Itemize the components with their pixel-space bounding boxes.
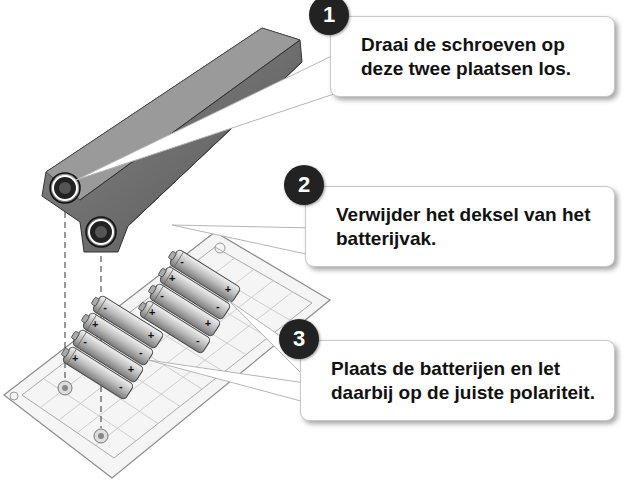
polarity-mark: + bbox=[90, 319, 100, 330]
polarity-mark: - bbox=[80, 336, 90, 347]
callout-number-text: 2 bbox=[284, 165, 324, 205]
callout-number-text: 1 bbox=[309, 0, 349, 35]
polarity-mark: - bbox=[136, 347, 146, 358]
polarity-mark: + bbox=[167, 273, 177, 284]
polarity-mark: + bbox=[126, 364, 136, 375]
polarity-mark: - bbox=[116, 381, 126, 392]
polarity-mark: - bbox=[193, 335, 203, 346]
callout-number: 2 bbox=[284, 165, 324, 205]
leader-line bbox=[148, 360, 312, 404]
battery-tray bbox=[4, 232, 330, 478]
battery bbox=[58, 344, 134, 401]
callout-box: Plaats de batterijen en let daarbij op d… bbox=[300, 340, 615, 421]
callout-number: 3 bbox=[279, 319, 319, 359]
polarity-mark: - bbox=[213, 301, 223, 312]
leader-wedges bbox=[76, 52, 340, 404]
polarity-mark: + bbox=[203, 318, 213, 329]
polarity-mark: - bbox=[177, 256, 187, 267]
polarity-mark: + bbox=[70, 353, 80, 364]
callout-box: Verwijder het deksel van het batterijvak… bbox=[305, 186, 615, 267]
callout-box: Draai de schroeven op deze twee plaatsen… bbox=[330, 16, 615, 97]
callout-number: 1 bbox=[309, 0, 349, 35]
instruction-text: Verwijder het deksel van het batterijvak… bbox=[336, 203, 602, 252]
polarity-mark: + bbox=[146, 330, 156, 341]
polarity-mark: - bbox=[100, 302, 110, 313]
leader-line bbox=[76, 52, 340, 180]
instruction-text: Plaats de batterijen en let daarbij op d… bbox=[331, 357, 602, 406]
polarity-mark: + bbox=[147, 307, 157, 318]
instruction-text: Draai de schroeven op deze twee plaatsen… bbox=[361, 33, 602, 82]
callout-number-text: 3 bbox=[279, 319, 319, 359]
polarity-mark: - bbox=[157, 290, 167, 301]
polarity-mark: + bbox=[223, 284, 233, 295]
leader-line bbox=[172, 225, 315, 256]
